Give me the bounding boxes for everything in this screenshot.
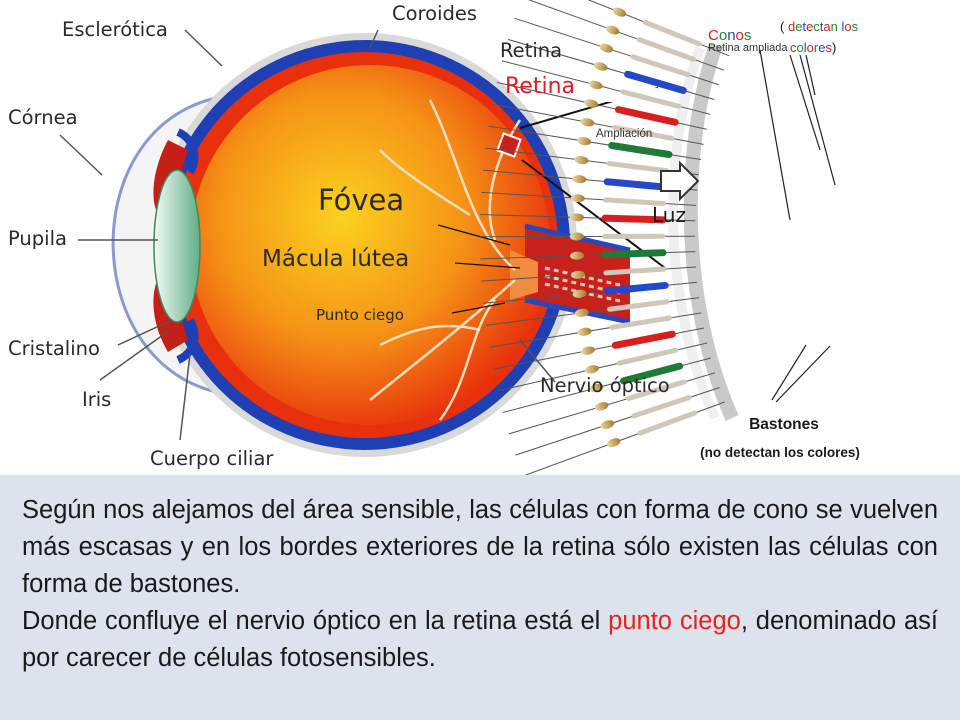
paragraph-2-end: , denominado así por carecer de células … — [22, 607, 939, 672]
receptor-cell-body — [577, 327, 592, 336]
punto-ciego-highlight: punto ciego — [608, 607, 741, 635]
bastones-pointer-lines — [771, 344, 831, 403]
label-conos: Conos — [708, 27, 751, 44]
vitreous-body — [190, 65, 550, 425]
label-retina-ampliada: Retina ampliada — [708, 42, 788, 54]
cone-cell — [608, 141, 673, 159]
rod-cell — [609, 315, 672, 330]
receptor-cell-body — [589, 383, 604, 393]
paragraph-2-start: Donde confluye el nervio óptico en la re… — [22, 607, 609, 635]
receptor-cell-body — [574, 308, 589, 317]
retina-fan-inner-edge — [683, 42, 739, 421]
light-arrow-icon — [660, 160, 700, 202]
label-fovea: Fóvea — [318, 183, 404, 217]
explanation-paragraph-2: Donde confluye el nervio óptico en la re… — [22, 603, 938, 677]
receptor-cell-body — [570, 213, 585, 222]
cone-cell — [611, 330, 676, 349]
rod-cell — [630, 54, 691, 78]
receptor-cell-body — [599, 43, 614, 53]
explanation-paragraph-1: Según nos alejamos del área sensible, la… — [22, 496, 938, 598]
receptor-cell-body — [570, 251, 585, 260]
label-conos-note-open: ( detectan los — [780, 19, 859, 34]
cone-cell — [601, 249, 667, 259]
cone-cell — [601, 214, 667, 224]
label-ampliacion: Ampliación — [596, 128, 652, 140]
label-iris: Iris — [82, 388, 111, 411]
receptor-cell-body — [594, 402, 609, 411]
receptor-cell-body — [593, 62, 608, 71]
optic-disc — [510, 250, 538, 300]
label-retina-top: Retina — [500, 39, 562, 62]
rod-cell — [620, 89, 682, 109]
receptor-cell-body — [572, 289, 587, 298]
receptor-cell-body — [574, 156, 589, 165]
rod-cell — [607, 299, 670, 312]
receptor-cell-body — [581, 346, 595, 355]
label-bastones-note: (no detectan los colores) — [700, 445, 860, 460]
label-esclerotica: Esclerótica — [62, 18, 168, 41]
cone-cell — [603, 281, 669, 295]
rod-cell — [606, 161, 670, 174]
cone-cell — [620, 362, 684, 385]
explanation-panel: Según nos alejamos del área sensible, la… — [0, 475, 960, 720]
receptor-cell-body — [570, 194, 585, 203]
cone-cell — [615, 106, 679, 126]
rod-cell — [636, 37, 697, 62]
label-pupila: Pupila — [8, 227, 67, 250]
rod-cell — [642, 19, 702, 47]
conos-word: Conos — [708, 27, 751, 44]
receptor-cell-body — [588, 80, 603, 90]
conos-note-open: ( detectan los — [780, 19, 859, 34]
receptor-cell-body — [600, 420, 615, 430]
rod-cell — [612, 124, 675, 141]
label-bastones: Bastones — [749, 416, 819, 433]
label-luz: Luz — [652, 203, 686, 227]
eye-diagram-svg: Esclerótica Coroides Retina Córnea Pupil… — [8, 0, 860, 475]
ciliary-lower — [176, 318, 199, 364]
receptor-cell-body — [577, 137, 592, 146]
receptor-cell-body — [612, 7, 627, 17]
rod-cell — [631, 395, 692, 419]
label-macula-lutea: Mácula lútea — [262, 246, 409, 272]
photoreceptor-fan — [480, 0, 730, 475]
receptor-cell-body — [571, 270, 586, 279]
rod-cell — [616, 347, 679, 366]
label-nervio-optico: Nervio óptico — [540, 374, 670, 397]
cone-cell — [624, 70, 687, 94]
rod-cell — [603, 266, 667, 276]
inner-pointer-lines — [437, 224, 521, 314]
label-punto-ciego: Punto ciego — [316, 306, 404, 324]
receptor-cell-body — [572, 175, 587, 184]
eye-diagram: Esclerótica Coroides Retina Córnea Pupil… — [8, 0, 860, 475]
receptor-cell-body — [585, 365, 599, 374]
cristalino-lens — [153, 169, 201, 323]
receptor-cell-body — [580, 118, 595, 127]
label-retina-red: Retina — [505, 74, 575, 99]
rod-cell — [637, 410, 697, 436]
receptor-cell-body — [569, 232, 584, 241]
label-cornea: Córnea — [8, 106, 78, 129]
label-cristalino: Cristalino — [8, 337, 100, 360]
retinal-vessels — [369, 99, 522, 421]
label-cuerpo-ciliar: Cuerpo ciliar — [150, 447, 274, 470]
ciliary-upper — [176, 128, 199, 175]
rod-cell — [603, 197, 667, 206]
receptor-cell-body — [605, 25, 620, 35]
label-coroides: Coroides — [392, 2, 477, 25]
label-conos-note-close: colores) — [790, 40, 836, 55]
conos-note-close: colores) — [790, 40, 836, 55]
conos-pointer-lines — [759, 49, 836, 221]
receptor-cell-body — [606, 438, 621, 448]
rod-cell — [625, 379, 687, 401]
cone-cell — [603, 178, 669, 191]
receptor-cell-body — [584, 99, 599, 108]
